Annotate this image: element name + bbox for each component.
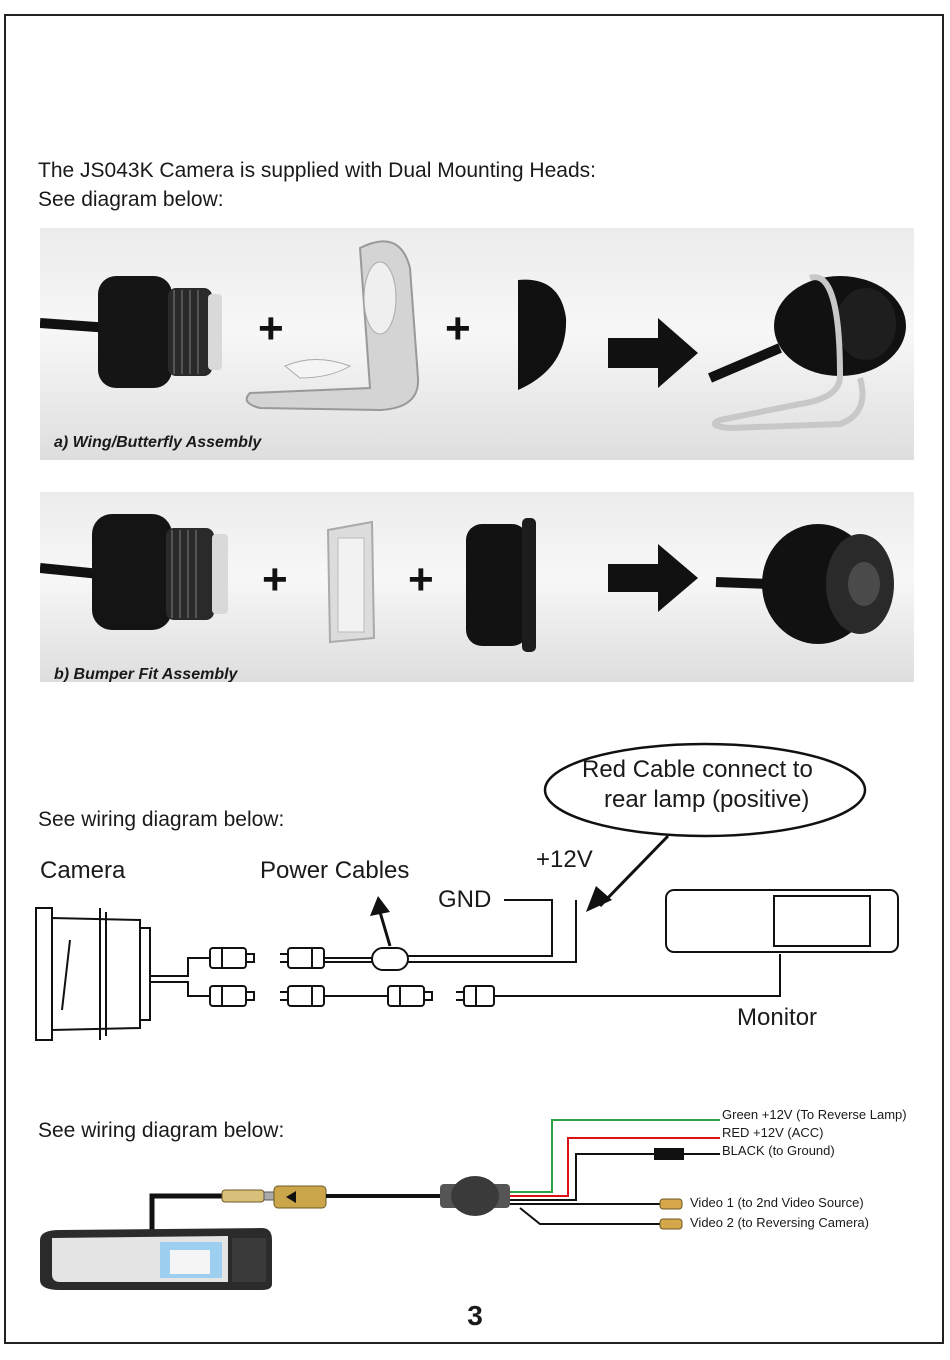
red-wire-label: RED +12V (ACC) <box>722 1125 824 1140</box>
video1-label: Video 1 (to 2nd Video Source) <box>690 1195 864 1210</box>
power-cables-label: Power Cables <box>260 857 410 884</box>
wiring-heading-1: See wiring diagram below: <box>38 808 285 831</box>
page-frame <box>4 14 944 1344</box>
page-number: 3 <box>467 1300 483 1331</box>
plus-12v-label: +12V <box>536 846 593 873</box>
wing-assembly-photo: + + a) Wing/Butterfly Assembly <box>40 228 914 460</box>
bumper-assembly-caption: b) Bumper Fit Assembly <box>54 666 238 682</box>
camera-label: Camera <box>40 857 126 884</box>
intro-text: The JS043K Camera is supplied with Dual … <box>38 156 596 214</box>
wing-assembly-caption: a) Wing/Butterfly Assembly <box>54 434 262 451</box>
bumper-assembly-photo: + + b) Bumper Fit Assembly <box>40 492 914 682</box>
callout-line-1: Red Cable connect to <box>582 756 813 783</box>
plus-sign-b1: + <box>262 555 288 604</box>
plus-sign-a1: + <box>258 304 284 353</box>
video2-label: Video 2 (to Reversing Camera) <box>690 1215 869 1230</box>
wiring-heading-2: See wiring diagram below: <box>38 1119 285 1142</box>
intro-line-2: See diagram below: <box>38 188 224 211</box>
plus-sign-b2: + <box>408 555 434 604</box>
monitor-label: Monitor <box>737 1004 818 1031</box>
wiring-diagram-2: Green +12V (To Reverse Lamp) RED +12V (A… <box>0 1100 950 1295</box>
plus-sign-a2: + <box>445 304 471 353</box>
wiring-diagram-1: Red Cable connect to rear lamp (positive… <box>0 740 950 1060</box>
green-wire-label: Green +12V (To Reverse Lamp) <box>722 1107 907 1122</box>
black-wire-label: BLACK (to Ground) <box>722 1143 835 1158</box>
callout-line-2: rear lamp (positive) <box>604 786 810 813</box>
gnd-label: GND <box>438 886 492 913</box>
intro-line-1: The JS043K Camera is supplied with Dual … <box>38 159 596 182</box>
